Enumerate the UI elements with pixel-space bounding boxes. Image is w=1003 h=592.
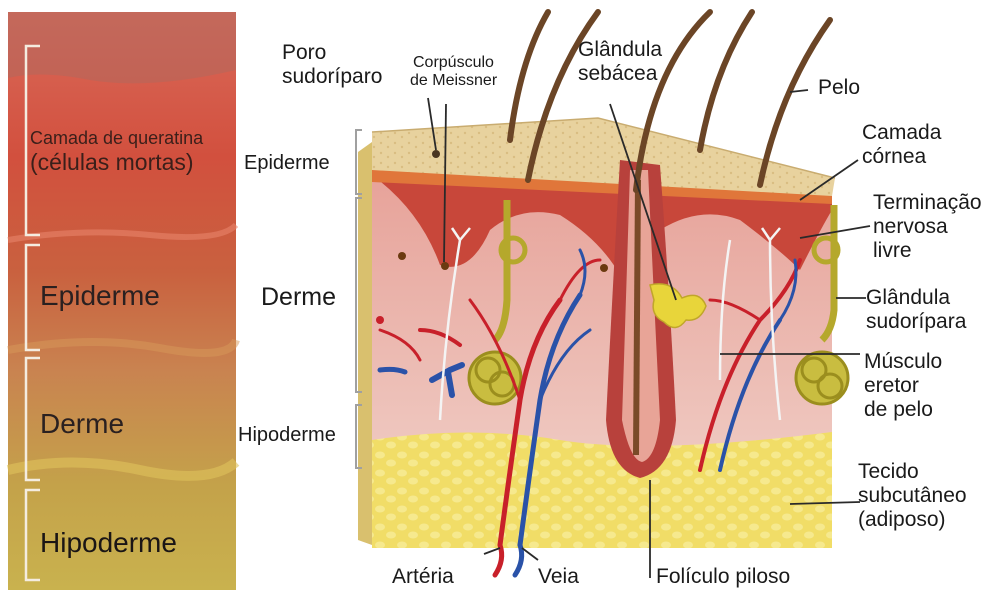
callout-nerve-line1: Terminação <box>873 191 982 215</box>
callout-subcutaneous-line2: subcutâneo <box>858 484 967 508</box>
callout-subcutaneous: Tecido subcutâneo (adiposo) <box>858 460 967 532</box>
callout-sweat-pore-line2: sudoríparo <box>282 65 382 89</box>
callout-vein: Veia <box>538 565 579 589</box>
callout-stratum-corneum-line1: Camada <box>862 121 941 145</box>
callout-sweat-gland-line2: sudorípara <box>866 310 966 334</box>
callout-nerve-line3: livre <box>873 239 982 263</box>
callout-nerve-ending: Terminação nervosa livre <box>873 191 982 263</box>
callout-arrector-line2: eretor <box>864 374 942 398</box>
callout-arrector-line3: de pelo <box>864 398 942 422</box>
callout-artery: Artéria <box>392 565 454 589</box>
block-front-face <box>372 168 832 548</box>
callout-subcutaneous-line3: (adiposo) <box>858 508 967 532</box>
callout-subcutaneous-line1: Tecido <box>858 460 967 484</box>
photo-label-hypodermis: Hipoderme <box>40 527 177 559</box>
callout-meissner-line2: de Meissner <box>410 72 497 90</box>
hypodermis-layer <box>372 460 832 548</box>
callout-nerve-line2: nervosa <box>873 215 982 239</box>
callout-sweat-gland-line1: Glândula <box>866 286 966 310</box>
callout-stratum-corneum-line2: córnea <box>862 145 941 169</box>
layer-label-epidermis: Epiderme <box>244 152 330 175</box>
callout-sweat-gland: Glândula sudorípara <box>866 286 966 334</box>
sweat-pore-icon <box>432 150 440 158</box>
photo-label-epidermis: Epiderme <box>40 280 160 312</box>
leader-artery <box>484 548 500 554</box>
callout-hair: Pelo <box>818 76 860 100</box>
callout-sebaceous: Glândula sebácea <box>578 38 662 86</box>
callout-sweat-pore-line1: Poro <box>282 41 382 65</box>
callout-arrector-muscle: Músculo eretor de pelo <box>864 350 942 422</box>
callout-meissner-line1: Corpúsculo <box>410 54 497 72</box>
callout-arrector-line1: Músculo <box>864 350 942 374</box>
exit-vessels <box>495 545 522 575</box>
callout-stratum-corneum: Camada córnea <box>862 121 941 169</box>
layer-label-dermis: Derme <box>261 283 336 312</box>
block-side-face <box>358 142 372 545</box>
callout-sweat-pore: Poro sudoríparo <box>282 41 382 89</box>
callout-follicle: Folículo piloso <box>656 565 790 589</box>
photo-label-keratin-line1: Camada de queratina <box>30 128 203 149</box>
leader-vein <box>522 548 538 560</box>
photo-label-dermis: Derme <box>40 408 124 440</box>
callout-meissner: Corpúsculo de Meissner <box>410 54 497 91</box>
callout-sebaceous-line2: sebácea <box>578 62 662 86</box>
callout-sebaceous-line1: Glândula <box>578 38 662 62</box>
layer-label-hypodermis: Hipoderme <box>238 424 336 447</box>
photo-label-keratin-line2: (células mortas) <box>30 149 203 175</box>
photo-label-keratin: Camada de queratina (células mortas) <box>30 128 203 175</box>
